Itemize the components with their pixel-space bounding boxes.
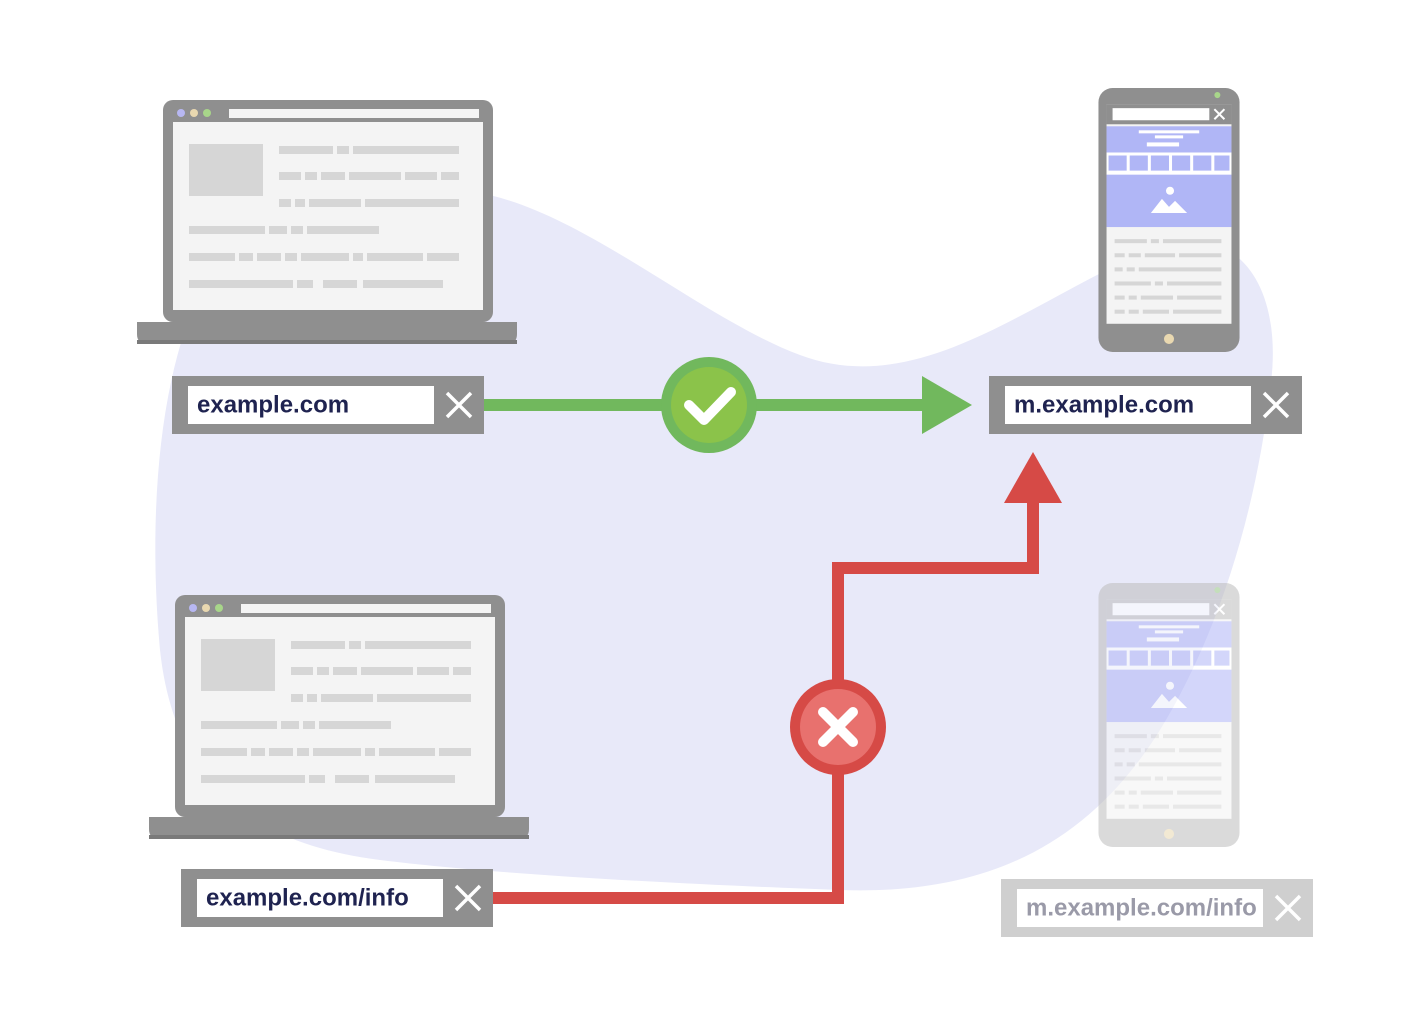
url-bar-desktop-info[interactable]: example.com/info bbox=[181, 869, 493, 927]
url-desktop-home: example.com bbox=[197, 391, 349, 418]
close-icon[interactable] bbox=[1262, 391, 1290, 419]
url-bar-mobile-info[interactable]: m.example.com/info bbox=[1001, 879, 1313, 937]
url-bar-mobile-home[interactable]: m.example.com bbox=[989, 376, 1302, 434]
success-arrowhead bbox=[922, 376, 972, 434]
mobile-phone-bottom bbox=[1098, 583, 1240, 847]
x-icon bbox=[818, 707, 858, 747]
close-icon[interactable] bbox=[445, 391, 473, 419]
desktop-laptop-bottom bbox=[149, 595, 529, 839]
desktop-laptop-top bbox=[137, 100, 517, 344]
failed-arrowhead bbox=[1004, 452, 1062, 503]
close-icon[interactable] bbox=[454, 884, 482, 912]
failed-arrow-line bbox=[492, 495, 1039, 904]
check-icon bbox=[684, 387, 736, 425]
success-badge-inner bbox=[671, 367, 747, 443]
url-bar-desktop-home[interactable]: example.com bbox=[172, 376, 484, 434]
failed-redirect-arrow bbox=[492, 452, 1062, 904]
mobile-phone-top bbox=[1098, 88, 1240, 352]
url-mobile-info: m.example.com/info bbox=[1026, 894, 1257, 921]
close-icon[interactable] bbox=[1274, 894, 1302, 922]
url-mobile-home: m.example.com bbox=[1014, 391, 1194, 418]
success-redirect-arrow bbox=[484, 357, 972, 453]
url-desktop-info: example.com/info bbox=[206, 884, 409, 911]
